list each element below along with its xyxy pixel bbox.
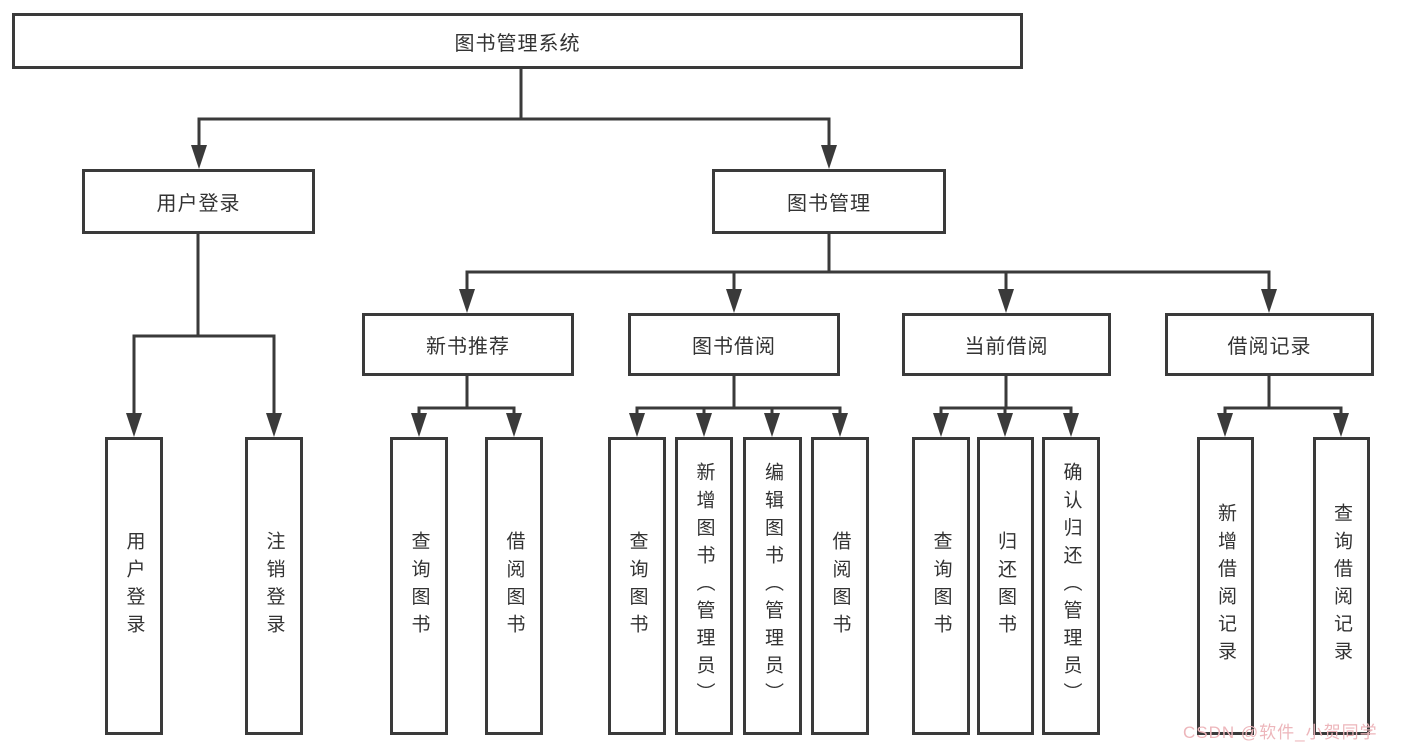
node-current-borrowing: 当前借阅 xyxy=(902,313,1111,376)
node-label: 查询借阅记录 xyxy=(1331,503,1352,669)
node-book-borrowing: 图书借阅 xyxy=(628,313,840,376)
csdn-watermark: CSDN @软件_小贺同学 xyxy=(1183,723,1378,742)
node-label: 借阅记录 xyxy=(1227,336,1312,358)
node-label: 新书推荐 xyxy=(426,336,510,358)
node-label: 用户登录 xyxy=(123,530,145,642)
node-label: 借阅图书 xyxy=(503,530,525,642)
node-label: 新增借阅记录 xyxy=(1215,503,1236,669)
node-new-book-recommend: 新书推荐 xyxy=(362,313,574,376)
leaf-query-borrow-record: 查询借阅记录 xyxy=(1313,437,1370,735)
leaf-confirm-return-admin: 确认归还（管理员） xyxy=(1042,437,1100,735)
node-label: 当前借阅 xyxy=(964,336,1049,358)
node-library-management-system: 图书管理系统 xyxy=(12,13,1023,69)
leaf-query-books-1: 查询图书 xyxy=(390,437,448,735)
node-label: 用户登录 xyxy=(156,193,241,215)
node-label: 查询图书 xyxy=(408,530,430,642)
node-label: 图书管理 xyxy=(787,193,871,215)
node-label: 图书管理系统 xyxy=(454,32,581,55)
leaf-edit-books-admin: 编辑图书（管理员） xyxy=(743,437,802,735)
node-label: 确认归还（管理员） xyxy=(1060,462,1082,710)
node-label: 查询图书 xyxy=(930,530,952,642)
node-label: 归还图书 xyxy=(995,530,1016,642)
node-book-management: 图书管理 xyxy=(712,169,946,234)
leaf-query-books-3: 查询图书 xyxy=(912,437,970,735)
node-label: 借阅图书 xyxy=(829,530,851,642)
leaf-user-login: 用户登录 xyxy=(105,437,163,735)
leaf-borrow-books-2: 借阅图书 xyxy=(811,437,869,735)
leaf-query-books-2: 查询图书 xyxy=(608,437,666,735)
leaf-add-books-admin: 新增图书（管理员） xyxy=(675,437,733,735)
node-user-login-group: 用户登录 xyxy=(82,169,315,234)
leaf-logout: 注销登录 xyxy=(245,437,303,735)
node-borrowing-records: 借阅记录 xyxy=(1165,313,1374,376)
leaf-add-borrow-record: 新增借阅记录 xyxy=(1197,437,1254,735)
leaf-borrow-books-1: 借阅图书 xyxy=(485,437,543,735)
node-label: 新增图书（管理员） xyxy=(693,462,715,710)
node-label: 图书借阅 xyxy=(692,336,776,358)
node-label: 注销登录 xyxy=(263,530,285,642)
node-label: 查询图书 xyxy=(626,530,648,642)
leaf-return-books: 归还图书 xyxy=(977,437,1034,735)
node-label: 编辑图书（管理员） xyxy=(762,462,783,710)
